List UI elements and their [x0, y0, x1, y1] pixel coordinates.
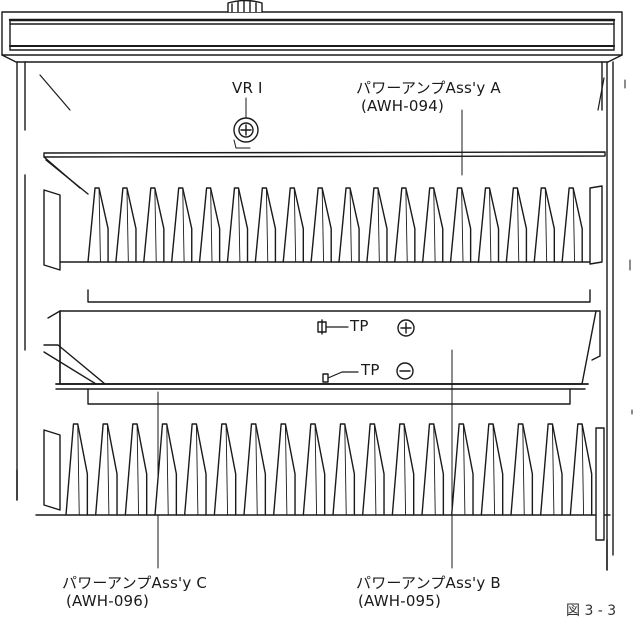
lower-heatsink-fin-edge	[492, 423, 496, 516]
lower-heatsink-fin	[124, 423, 148, 516]
upper-heatsink-fin-edge	[265, 187, 269, 263]
lower-heatsink-fin	[272, 423, 296, 516]
upper-heatsink-fin	[115, 187, 137, 263]
upper-heatsink-fin-edge	[182, 187, 185, 263]
bottom-frame	[16, 469, 608, 571]
upper-heatsink-fin	[394, 187, 416, 263]
tp-plus-point	[317, 319, 415, 337]
amp-a-code-label: (AWH-094)	[361, 97, 445, 115]
tp-plus-label: TP	[350, 317, 369, 335]
lower-heatsink-fin	[213, 423, 237, 516]
vr1-label: VR I	[232, 79, 263, 97]
upper-heatsink-fin	[421, 187, 444, 263]
upper-heatsink-fin-edge	[293, 187, 297, 263]
upper-heatsink	[43, 185, 603, 271]
upper-heatsink-fin	[282, 187, 305, 263]
lower-heatsink-fin-edge	[77, 423, 80, 516]
upper-heatsink-fin	[198, 187, 221, 263]
amp-b-code-label: (AWH-095)	[358, 592, 442, 610]
lower-heatsink-fin-edge	[106, 423, 110, 516]
lower-heatsink-fin	[569, 423, 593, 516]
lower-heatsink-fin	[302, 423, 326, 516]
upper-heatsink-right-block	[589, 185, 603, 265]
upper-heatsink-fin	[366, 187, 388, 263]
upper-heatsink-fin-edge	[489, 187, 492, 263]
upper-heatsink-fin	[143, 187, 165, 263]
upper-heatsink-fin-edge	[154, 187, 157, 263]
upper-heatsink-fin	[533, 187, 556, 263]
top-knob	[227, 0, 263, 13]
lower-heatsink-fin-edge	[373, 423, 377, 516]
upper-heatsink-fin	[561, 187, 583, 263]
lower-heatsink-fin	[65, 423, 89, 516]
amp-c-code-label: (AWH-096)	[66, 592, 150, 610]
lower-heatsink-fin	[421, 423, 445, 516]
tp-minus-point	[322, 362, 414, 383]
lower-heatsink-fin-edge	[522, 423, 525, 516]
vr1-potentiometer	[233, 97, 259, 149]
upper-pcb-tray	[43, 109, 606, 195]
upper-heatsink-fin-edge	[461, 187, 464, 263]
middle-pcb-board	[43, 289, 601, 405]
upper-heatsink-left-block	[43, 189, 61, 271]
upper-heatsink-fin	[477, 187, 500, 263]
lower-heatsink-fin-edge	[462, 423, 466, 516]
lower-heatsink-right-block	[595, 427, 605, 541]
lower-heatsink-fin-edge	[255, 423, 258, 516]
upper-heatsink-fin-edge	[238, 187, 241, 263]
upper-heatsink-fin-edge	[572, 187, 576, 263]
cabinet-walls	[16, 61, 633, 571]
upper-heatsink-fin-edge	[349, 187, 352, 263]
upper-heatsink-fin-edge	[516, 187, 520, 263]
upper-heatsink-fin	[338, 187, 360, 263]
lower-heatsink-left-block	[43, 429, 61, 511]
lower-heatsink-fin-edge	[284, 423, 288, 516]
amp-b-name-label: パワーアンプAss'y B	[356, 574, 501, 592]
lower-heatsink-fin	[243, 423, 267, 516]
upper-heatsink-fin	[254, 187, 277, 263]
amp-c-name-label: パワーアンプAss'y C	[62, 574, 208, 592]
upper-heatsink-fin	[310, 187, 332, 263]
lower-heatsink-fin-edge	[314, 423, 318, 516]
lower-heatsink-fin-edge	[136, 423, 140, 516]
upper-heatsink-fin-edge	[321, 187, 325, 263]
lower-heatsink-fin-edge	[581, 423, 585, 516]
upper-heatsink-fin	[87, 187, 109, 263]
upper-heatsink-fin	[449, 187, 472, 263]
lower-heatsink-fin	[183, 423, 207, 516]
lower-heatsink-fin	[480, 423, 504, 516]
lower-heatsink-fin-edge	[225, 423, 229, 516]
upper-heatsink-fin	[170, 187, 193, 263]
lower-heatsink-fin-edge	[166, 423, 169, 516]
upper-heatsink-fin-edge	[126, 187, 129, 263]
lower-heatsink-fin-edge	[195, 423, 199, 516]
lower-heatsink-fin	[539, 423, 563, 516]
lower-heatsink-fin-edge	[551, 423, 555, 516]
upper-heatsink-fin	[226, 187, 249, 263]
amp-a-name-label: パワーアンプAss'y A	[356, 79, 501, 97]
lower-heatsink-fin	[510, 423, 534, 516]
lower-heatsink-fin	[94, 423, 118, 516]
upper-heatsink-fin-edge	[433, 187, 436, 263]
upper-heatsink-fin-edge	[544, 187, 548, 263]
tp-minus-label: TP	[361, 361, 380, 379]
upper-heatsink-fin-edge	[377, 187, 380, 263]
figure-number: 図 3 - 3	[566, 603, 617, 619]
lower-heatsink-fin	[450, 423, 474, 516]
upper-heatsink-fin	[505, 187, 528, 263]
cabinet-top	[1, 11, 623, 63]
lower-heatsink-fin	[361, 423, 385, 516]
upper-heatsink-fin-edge	[405, 187, 408, 263]
lower-heatsink-fin	[332, 423, 356, 516]
upper-heatsink-fin-edge	[210, 187, 213, 263]
lower-heatsink	[35, 423, 611, 541]
lower-heatsink-fin-edge	[344, 423, 347, 516]
lower-heatsink-fin-edge	[433, 423, 436, 516]
lower-heatsink-fin-edge	[403, 423, 407, 516]
lower-heatsink-fin	[391, 423, 415, 516]
upper-heatsink-fin-edge	[98, 187, 101, 263]
